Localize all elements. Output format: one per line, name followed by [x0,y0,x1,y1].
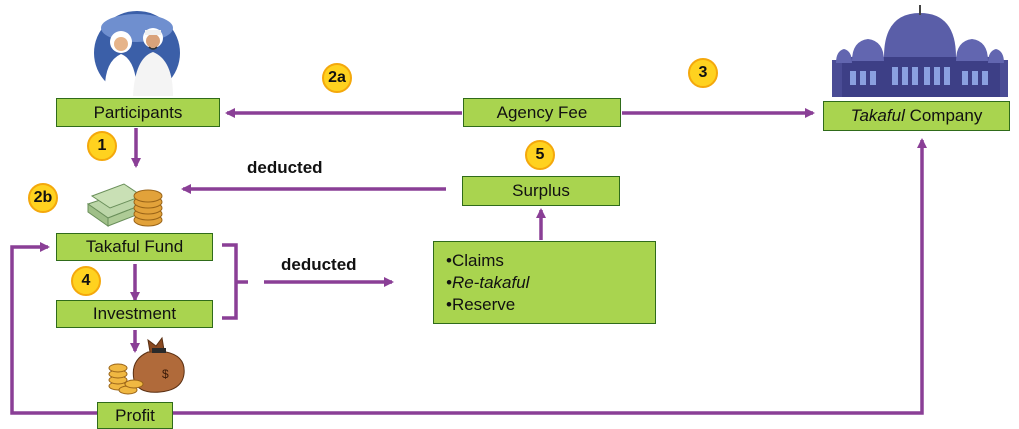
step-badge-2b: 2b [28,183,58,213]
step-badge-3: 3 [688,58,718,88]
surplus-box: Surplus [462,176,620,206]
outcomes-box: Claims Re-takaful Reserve [433,241,656,324]
profit-box: Profit [97,402,173,429]
takaful-company-box: Takaful Company [823,101,1010,131]
bracket [222,243,238,320]
outcome-claims: Claims [446,250,529,272]
outcome-reserve: Reserve [446,294,529,316]
outcomes-list: Claims Re-takaful Reserve [446,250,529,316]
takaful-fund-label: Takaful Fund [85,237,184,256]
participants-box: Participants [56,98,220,127]
deducted-label-top: deducted [247,158,323,177]
step-badge-1: 1 [87,131,117,161]
takaful-company-label-italic: Takaful [850,106,905,125]
agency-fee-box: Agency Fee [463,98,621,127]
agency-fee-label: Agency Fee [496,102,588,122]
participants-people-icon [94,11,180,96]
takaful-company-label-rest: Company [904,106,983,125]
investment-box: Investment [56,300,213,328]
profit-label: Profit [115,405,155,425]
step-badge-2a: 2a [322,63,352,93]
money-stack-icon [86,183,163,227]
step-badge-5: 5 [525,140,555,170]
surplus-label: Surplus [512,181,570,200]
participants-label: Participants [93,102,183,122]
step-badge-4: 4 [71,266,101,296]
outcome-re-takaful: Re-takaful [446,272,529,294]
arrow-profit-to-company [173,138,927,415]
deducted-label-mid: deducted [281,255,357,274]
arrow-profit-to-fund [10,242,97,415]
mosque-icon [832,5,1008,97]
svg-text:$: $ [162,367,169,381]
money-bag-icon: $ [108,336,185,395]
investment-label: Investment [92,304,177,323]
takaful-fund-box: Takaful Fund [56,233,213,261]
